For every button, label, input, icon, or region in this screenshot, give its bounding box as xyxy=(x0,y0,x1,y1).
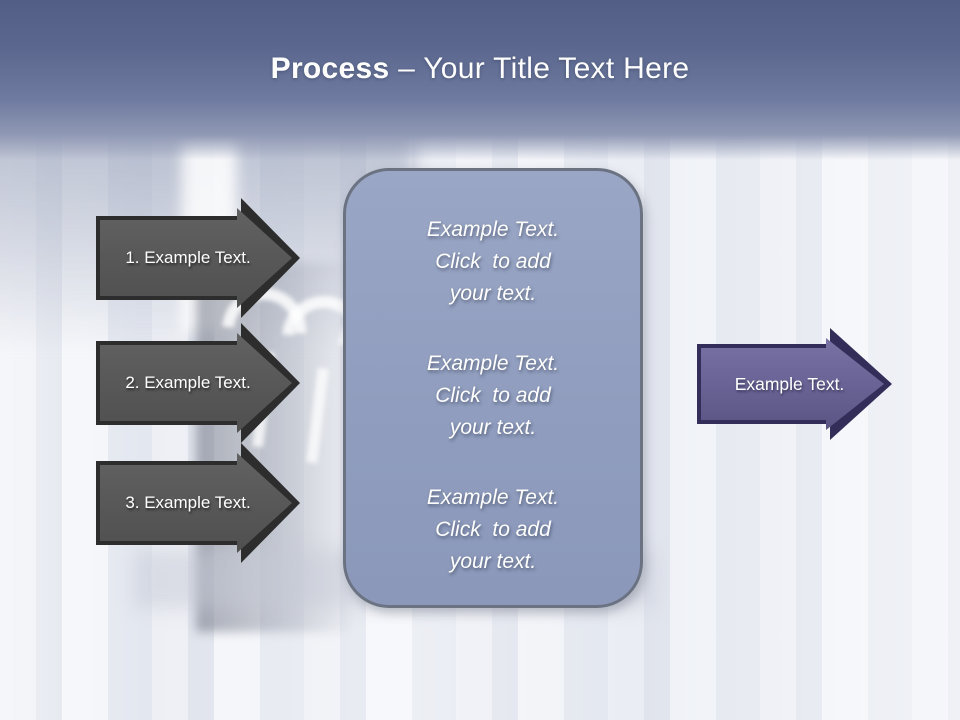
detail-paragraph-1[interactable]: Example Text. Click to add your text. xyxy=(426,218,560,305)
output-arrow[interactable]: Example Text. xyxy=(697,328,892,440)
step-arrow-label: 2. Example Text. xyxy=(125,373,251,392)
step-arrow-label: 3. Example Text. xyxy=(125,493,251,512)
step-arrow-label: 1. Example Text. xyxy=(125,248,251,267)
detail-paragraph-3[interactable]: Example Text. Click to add your text. xyxy=(426,486,560,573)
slide-title-rest: – Your Title Text Here xyxy=(389,52,690,85)
slide-title[interactable]: Process – Your Title Text Here xyxy=(0,52,960,86)
detail-text-content: Example Text. Click to add your text. Ex… xyxy=(346,171,640,578)
detail-paragraph-2[interactable]: Example Text. Click to add your text. xyxy=(426,352,560,439)
output-arrow-label: Example Text. xyxy=(734,373,845,394)
header-band xyxy=(0,0,960,160)
detail-text-box[interactable]: Example Text. Click to add your text. Ex… xyxy=(343,168,643,608)
slide-title-lead: Process xyxy=(270,52,390,85)
step-arrow-3[interactable]: 3. Example Text. xyxy=(96,443,300,563)
hanger-strap-shape xyxy=(306,367,329,464)
step-arrow-1[interactable]: 1. Example Text. xyxy=(96,198,300,318)
step-arrow-2[interactable]: 2. Example Text. xyxy=(96,323,300,443)
